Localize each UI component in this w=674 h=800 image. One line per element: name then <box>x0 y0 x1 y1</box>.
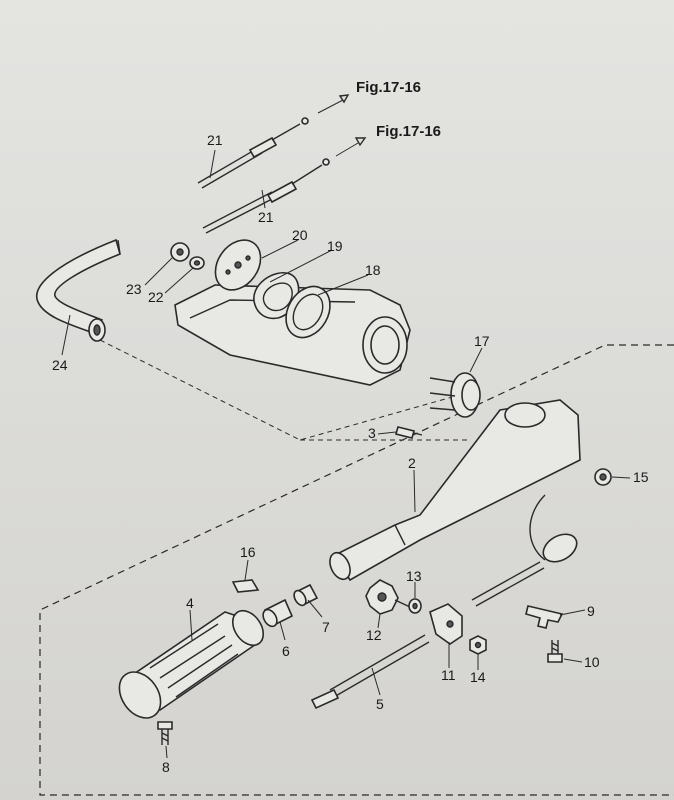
guide-line-cowl <box>99 339 471 441</box>
part-20-plate <box>214 239 262 291</box>
part-23-nut <box>170 242 190 262</box>
part-24-hose <box>35 238 121 342</box>
kill-switch-cable <box>471 494 578 607</box>
part-2-tiller-arm <box>329 399 581 582</box>
part-3-stud <box>395 426 423 439</box>
part-10-bolt <box>547 640 563 663</box>
part-15-grommet <box>594 468 612 486</box>
callout-19: 19 <box>327 238 343 254</box>
callout-18: 18 <box>365 262 381 278</box>
callout-15: 15 <box>633 469 649 485</box>
callout-21-upper: 21 <box>207 132 223 148</box>
callout-4: 4 <box>186 595 194 611</box>
callout-17: 17 <box>474 333 490 349</box>
callout-10: 10 <box>584 654 600 670</box>
part-12-friction-knob <box>365 579 411 615</box>
part-21-cable-upper <box>197 94 350 189</box>
callout-22: 22 <box>148 289 164 305</box>
callout-3: 3 <box>368 425 376 441</box>
part-4-throttle-grip <box>118 609 265 719</box>
part-18-gasket <box>285 285 331 339</box>
part-5-rod <box>310 634 430 710</box>
part-14-nut <box>469 635 487 655</box>
leader-lines <box>61 149 631 759</box>
callout-20: 20 <box>292 227 308 243</box>
part-21-cable-lower <box>202 137 367 234</box>
part-11-bracket <box>429 603 463 645</box>
part-22-washer <box>189 256 205 270</box>
callout-21-lower: 21 <box>258 209 274 225</box>
callout-5: 5 <box>376 696 384 712</box>
part-6-bushing <box>262 598 294 628</box>
callout-8: 8 <box>162 759 170 775</box>
callout-9: 9 <box>587 603 595 619</box>
callout-11: 11 <box>441 667 456 683</box>
fig-reference-label-lower: Fig.17-16 <box>376 123 441 140</box>
callout-16: 16 <box>240 544 256 560</box>
callout-12: 12 <box>366 627 382 643</box>
part-9-clip <box>525 605 564 629</box>
callout-24: 24 <box>52 357 68 373</box>
part-13-washer <box>408 598 422 614</box>
callout-6: 6 <box>282 643 290 659</box>
callout-14: 14 <box>470 669 486 685</box>
part-17-boot <box>429 372 481 418</box>
part-16-plate <box>231 579 260 593</box>
callout-2: 2 <box>408 455 416 471</box>
part-8-screw <box>157 721 173 745</box>
callout-7: 7 <box>322 619 330 635</box>
callout-13: 13 <box>406 568 422 584</box>
fig-reference-label-upper: Fig.17-16 <box>356 79 421 96</box>
callout-23: 23 <box>126 281 142 297</box>
part-19-gasket <box>253 272 300 320</box>
part-7-collar <box>293 583 319 607</box>
